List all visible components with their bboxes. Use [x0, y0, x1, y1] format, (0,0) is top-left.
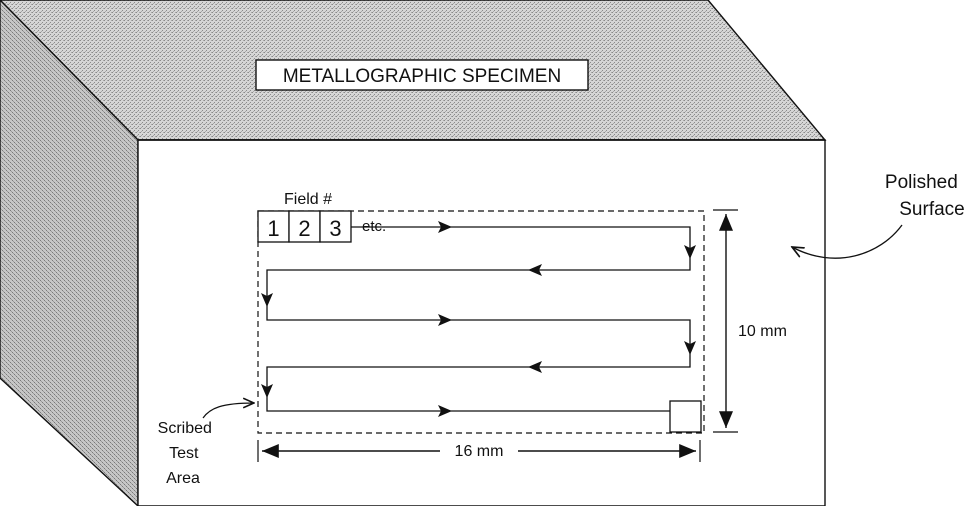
field-header-label: Field #	[284, 191, 332, 208]
scribed-label-line-3: Area	[166, 470, 200, 487]
scribed-area-leader-arrow	[202, 403, 254, 419]
scribed-test-area-label: Scribed Test Area	[158, 420, 217, 487]
height-dimension-label: 10 mm	[738, 323, 787, 340]
traverse-direction-arrows	[261, 221, 696, 417]
polished-surface-arrow	[792, 224, 903, 259]
specimen-side-face	[0, 0, 139, 506]
width-dimension-line	[257, 440, 701, 462]
width-dimension-label: 16 mm	[455, 443, 504, 460]
field-number-2: 2	[298, 216, 310, 241]
final-field-box	[669, 400, 702, 433]
scribed-label-line-2: Test	[169, 445, 199, 462]
field-number-boxes	[257, 210, 352, 243]
polished-surface-line-2: Surface	[899, 199, 964, 220]
specimen-title: METALLOGRAPHIC SPECIMEN	[283, 66, 561, 87]
polished-surface-label: Polished Surface	[885, 172, 965, 220]
scribed-test-area	[257, 210, 705, 434]
scribed-label-line-1: Scribed	[158, 420, 212, 437]
specimen-title-box	[255, 59, 589, 91]
height-dimension-line	[713, 209, 738, 433]
polished-surface-line-1: Polished	[885, 172, 958, 193]
field-number-1: 1	[267, 216, 279, 241]
field-number-3: 3	[329, 216, 341, 241]
